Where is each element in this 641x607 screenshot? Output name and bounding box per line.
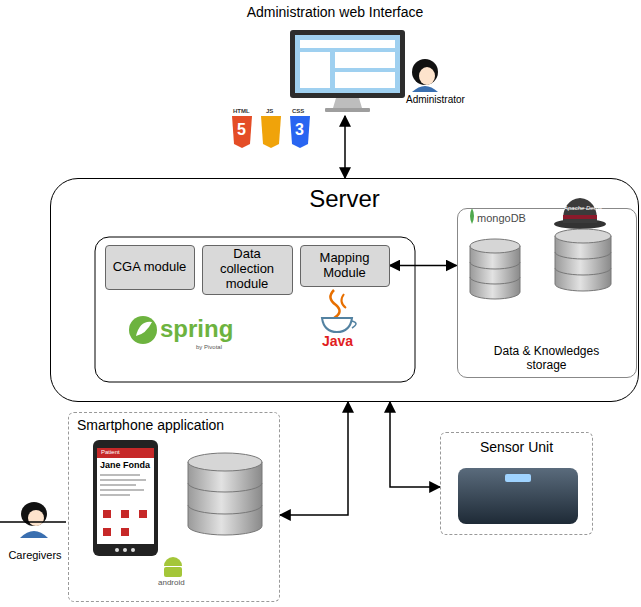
sensor-box: Sensor Unit (440, 432, 593, 535)
logo-label: spring (160, 316, 233, 342)
html-css-js-logos (232, 116, 310, 148)
server-box: ServerCGA module Data collection module Ma… (50, 178, 639, 402)
node-text: Administration web Interface (247, 4, 424, 20)
connector-arrow (280, 402, 348, 515)
node-text: Smartphone application (77, 417, 224, 433)
logo-label: android (158, 579, 185, 588)
database-cylinder (555, 229, 611, 291)
connector-arrow (344, 116, 346, 178)
logo-label: 5 (237, 121, 246, 139)
logo-label: mongoDB (477, 212, 526, 224)
logo-label: 3 (295, 121, 304, 139)
person-node: Caregivers (4, 500, 66, 562)
logo-label: CSS (292, 108, 304, 115)
module-box: Mapping Module (300, 245, 390, 287)
logo-label: by Pivotal (196, 344, 222, 351)
connector-arrow (0, 521, 66, 523)
smartphone-icon (93, 440, 158, 556)
module-box: Data collection module (202, 245, 293, 295)
scale-icon (458, 468, 578, 524)
connector-arrow (390, 265, 457, 267)
node-text: Server (309, 185, 380, 213)
database-cylinder (470, 239, 520, 299)
node-text: CGA module (113, 260, 187, 275)
logo-label: HTML (233, 108, 250, 115)
android-logo (164, 557, 182, 577)
app-box: Smartphone applicationCaregiver Interfac… (68, 412, 280, 602)
node-text: Mapping Module (304, 251, 386, 281)
logo-label: Patient (101, 449, 120, 456)
logo-label: Jane Fonda (100, 461, 150, 471)
derby-hat (554, 198, 606, 229)
monitor-icon (290, 30, 405, 112)
logo-label: JS (266, 108, 273, 115)
java-logo (322, 290, 356, 332)
spring-logo (129, 316, 157, 344)
person-icon (412, 59, 438, 92)
module-container (95, 237, 415, 382)
mongodb-leaf (470, 208, 474, 224)
node-text: Data & Knowledges storage (484, 345, 609, 373)
logo-label: Java (322, 334, 353, 349)
person-icon (20, 502, 48, 538)
connector-arrow (390, 402, 440, 487)
logo-label: Apache Derby (564, 205, 602, 212)
module-box: CGA module (105, 245, 195, 290)
node-text: Sensor Unit (480, 439, 553, 455)
storage-box: Data & Knowledges storageBusiness databa… (457, 208, 637, 378)
node-text: Data collection module (206, 247, 289, 292)
logo-label: Administrator (406, 94, 465, 105)
database-cylinder (188, 453, 262, 535)
node-text: Caregivers (8, 549, 61, 562)
